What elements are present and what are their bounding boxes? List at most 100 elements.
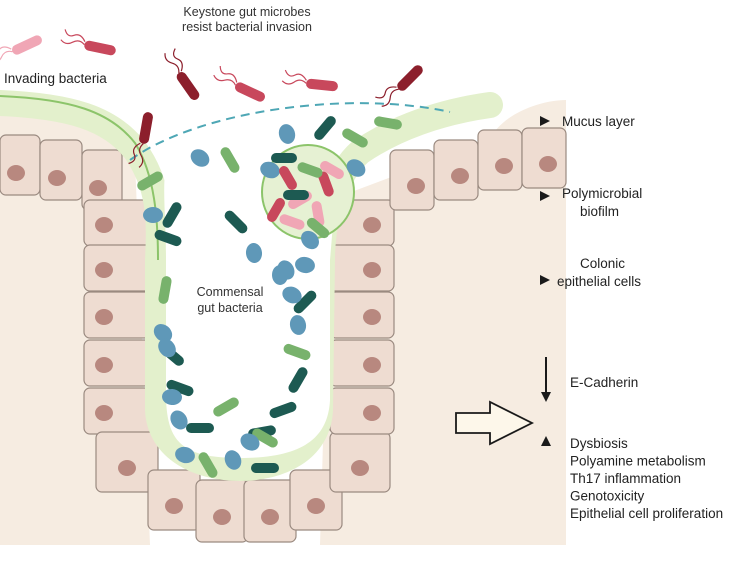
invading-bacterium: [281, 69, 338, 92]
commensal-bacterium: [346, 159, 366, 177]
commensal-bacterium: [166, 379, 194, 397]
mucus-layer-label: Mucus layer: [562, 114, 635, 129]
commensal-bacterium: [162, 388, 182, 406]
commensal-bacterium: [374, 116, 402, 130]
increase-item: Epithelial cell proliferation: [570, 506, 723, 521]
commensal-bacterium: [278, 124, 296, 144]
cell-nucleus: [451, 168, 469, 184]
mucus-layer-band: [0, 90, 503, 482]
colonic-label-2: epithelial cells: [557, 274, 641, 289]
cell-nucleus: [95, 217, 113, 233]
commensal-bacterium: [283, 343, 311, 361]
commensal-bacterium: [158, 338, 176, 358]
commensal-bacterium: [186, 423, 214, 433]
commensal-bacterium: [224, 210, 248, 234]
commensal-bacterium: [153, 324, 173, 342]
cell-nucleus: [89, 180, 107, 196]
commensal-bacterium: [301, 230, 319, 250]
epithelial-cell: [83, 291, 153, 339]
commensal-bacterium: [213, 397, 239, 417]
commensal-bacterium: [175, 446, 195, 464]
cell-nucleus: [48, 170, 66, 186]
commensal-bacterium: [295, 256, 315, 274]
biofilm-bacterium: [306, 217, 330, 239]
commensal-bacterium: [137, 171, 163, 191]
epithelial-cell-layer: [0, 127, 567, 543]
epithelial-cell: [83, 339, 153, 387]
commensal-bacterium: [342, 128, 368, 148]
bacteria-group: [0, 29, 423, 478]
colonic-label-1: Colonic: [580, 256, 625, 271]
epithelial-cell: [329, 339, 395, 387]
invading-bacteria-label: Invading bacteria: [4, 71, 107, 86]
cell-nucleus: [363, 262, 381, 278]
cell-nucleus: [95, 405, 113, 421]
commensal-bacterium: [282, 286, 302, 304]
increase-item: Dysbiosis: [570, 436, 628, 451]
epithelial-cell: [39, 139, 83, 201]
biofilm-label-2: biofilm: [580, 204, 619, 219]
hollow-effect-arrow: [455, 400, 535, 446]
commensal-bacterium: [252, 428, 278, 448]
commensal-bacterium: [293, 290, 317, 314]
cell-nucleus: [261, 509, 279, 525]
commensal-label-2: gut bacteria: [197, 301, 262, 315]
commensal-bacterium: [269, 401, 297, 419]
commensal-bacterium: [158, 276, 172, 304]
commensal-bacterium: [240, 433, 260, 451]
commensal-bacterium: [190, 149, 210, 167]
mucus-dashed-boundary: [129, 102, 451, 161]
decrease-item-ecadherin: E-Cadherin: [570, 375, 638, 390]
epithelial-cell: [329, 244, 395, 292]
commensal-bacterium: [220, 147, 240, 173]
commensal-bacterium: [198, 452, 218, 478]
cell-nucleus: [539, 156, 557, 172]
invading-bacterium: [60, 29, 116, 56]
increase-item: Polyamine metabolism: [570, 454, 706, 469]
commensal-label-1: Commensal: [197, 285, 264, 299]
commensal-bacterium: [260, 161, 280, 179]
biofilm-bacterium: [267, 198, 285, 222]
commensal-bacterium: [271, 265, 289, 285]
invading-bacterium: [128, 112, 153, 168]
invading-bacterium: [213, 65, 265, 102]
cell-nucleus: [407, 178, 425, 194]
epithelial-cell: [83, 244, 153, 292]
cell-nucleus: [363, 217, 381, 233]
title-line-1: Keystone gut microbes: [183, 5, 310, 19]
commensal-bacterium: [154, 229, 182, 247]
cell-nucleus: [351, 460, 369, 476]
epithelial-cell: [329, 291, 395, 339]
increase-item: Th17 inflammation: [570, 471, 681, 486]
cell-nucleus: [307, 498, 325, 514]
title-line-2: resist bacterial invasion: [182, 20, 312, 34]
cell-nucleus: [118, 460, 136, 476]
epithelial-cell: [0, 134, 41, 196]
cell-nucleus: [363, 405, 381, 421]
cell-nucleus: [363, 357, 381, 373]
invading-bacterium: [0, 35, 42, 63]
commensal-bacterium: [289, 315, 307, 335]
epithelial-cell: [329, 387, 395, 435]
cell-nucleus: [495, 158, 513, 174]
biofilm-bacterium: [297, 162, 323, 178]
biofilm-bacterium: [271, 153, 297, 163]
biofilm-bacterium: [283, 190, 309, 200]
cell-nucleus: [95, 309, 113, 325]
cell-nucleus: [165, 498, 183, 514]
biofilm-bacterium: [279, 166, 297, 190]
biofilm-label-1: Polymicrobial: [562, 186, 642, 201]
commensal-bacterium: [251, 463, 279, 473]
biofilm-bacterium: [320, 161, 344, 179]
commensal-bacterium: [224, 450, 242, 470]
cell-nucleus: [213, 509, 231, 525]
cell-nucleus: [7, 165, 25, 181]
commensal-bacterium: [245, 243, 263, 263]
commensal-bacterium: [162, 202, 182, 228]
commensal-bacterium: [170, 410, 188, 430]
commensal-bacterium: [143, 207, 163, 223]
increase-item: Genotoxicity: [570, 489, 645, 504]
epithelial-cell: [83, 387, 153, 435]
